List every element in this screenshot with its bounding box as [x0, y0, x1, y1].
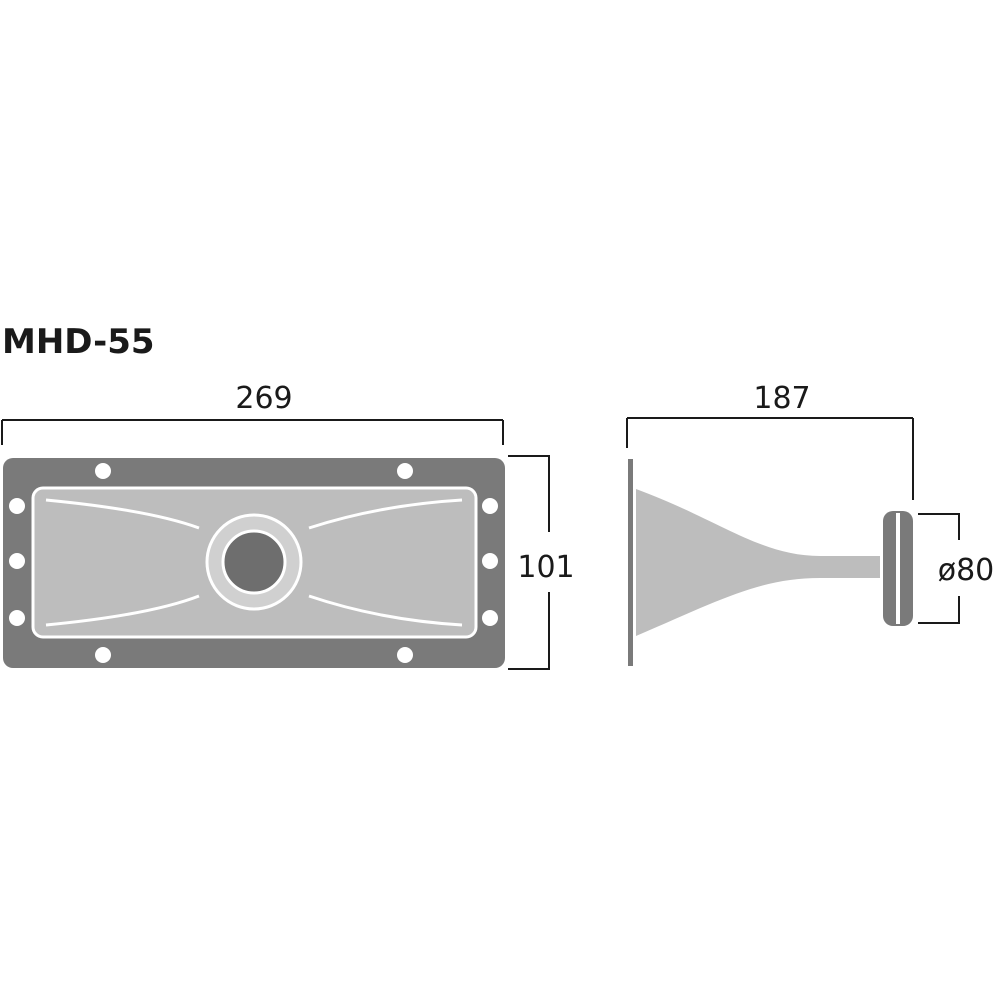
diameter-label: ø80	[938, 553, 995, 588]
length-label: 187	[753, 381, 810, 416]
width-label: 269	[235, 381, 292, 416]
height-dimension	[508, 455, 550, 670]
horn-front-view	[3, 458, 505, 668]
horn-side-view	[628, 459, 913, 666]
flare-lines	[45, 498, 463, 627]
throat-opening	[221, 529, 287, 595]
diameter-dimension	[918, 513, 960, 624]
width-dimension	[1, 419, 504, 445]
model-title: MHD-55	[2, 322, 155, 362]
mounting-holes	[9, 463, 498, 663]
length-dimension	[626, 417, 914, 500]
height-label: 101	[517, 550, 574, 585]
